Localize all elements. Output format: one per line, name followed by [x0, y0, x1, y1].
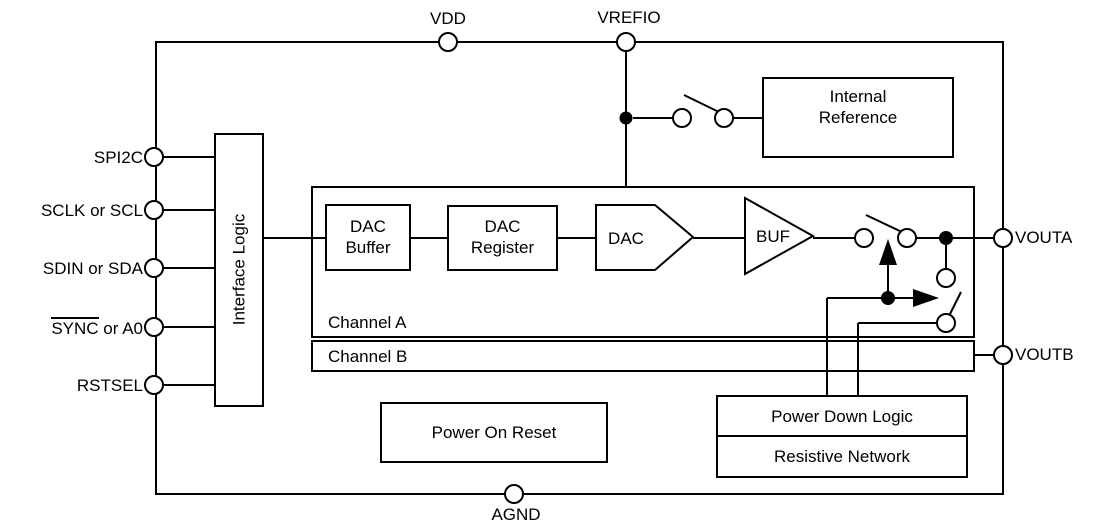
sclk-pin-label: SCLK or SCL — [40, 201, 143, 220]
dac-register-label: DAC Register — [470, 217, 535, 257]
agnd-pin-label: AGND — [491, 505, 541, 524]
pulldown-switch-blade-icon — [948, 291, 962, 317]
sdin-pin-icon — [144, 258, 164, 278]
channel-a-box — [311, 186, 975, 338]
sync-overlined-text: SYNC — [51, 317, 99, 338]
vrefio-pin-label: VREFIO — [597, 8, 661, 27]
vouta-pin-label: VOUTA — [1015, 228, 1073, 247]
sclk-pin-icon — [144, 200, 164, 220]
vdd-pin-icon — [438, 32, 458, 52]
control-arrow-right-icon — [913, 289, 939, 307]
interface-logic-label: Interface Logic — [229, 213, 249, 326]
channel-b-label: Channel B — [328, 347, 408, 366]
sync-rest-text: or A0 — [98, 319, 143, 338]
reference-switch-terminal-icon — [672, 108, 692, 128]
spi2c-pin-icon — [144, 147, 164, 167]
pulldown-switch-terminal-icon — [936, 313, 956, 333]
power-on-reset-box — [380, 402, 608, 463]
power-on-reset-label: Power On Reset — [431, 423, 557, 442]
rstsel-pin-icon — [144, 375, 164, 395]
control-arrow-up-icon — [879, 239, 897, 265]
sdin-pin-label: SDIN or SDA — [42, 259, 143, 278]
rstsel-pin-label: RSTSEL — [76, 376, 143, 395]
output-switch-terminal-icon — [897, 228, 917, 248]
buf-amplifier-triangle — [744, 196, 816, 276]
power-down-logic-label: Power Down Logic — [771, 407, 913, 426]
output-switch-terminal-icon — [854, 228, 874, 248]
spi2c-pin-label: SPI2C — [93, 148, 143, 167]
sync-pin-icon — [144, 317, 164, 337]
vrefio-junction-dot — [619, 111, 633, 125]
agnd-pin-icon — [504, 484, 524, 504]
control-junction-dot — [881, 291, 895, 305]
vouta-pin-icon — [993, 228, 1013, 248]
channel-b-box — [311, 340, 975, 372]
sync-pin-label: SYNC or A0 — [0, 317, 143, 339]
resistive-network-box — [716, 435, 968, 478]
resistive-network-label: Resistive Network — [773, 447, 911, 466]
voutb-pin-label: VOUTB — [1015, 345, 1074, 364]
voutb-pin-icon — [993, 345, 1013, 365]
output-switch-blade-icon — [865, 214, 905, 234]
vdd-pin-label: VDD — [430, 9, 466, 28]
dac-pentagon-shape — [595, 204, 695, 271]
interface-logic-box — [214, 133, 264, 407]
buf-label: BUF — [756, 227, 790, 246]
internal-reference-label: Internal Reference — [818, 87, 898, 127]
reference-switch-blade-icon — [683, 94, 722, 114]
pulldown-switch-terminal-icon — [936, 268, 956, 288]
vrefio-pin-icon — [616, 32, 636, 52]
vouta-junction-dot — [939, 231, 953, 245]
reference-switch-terminal-icon — [714, 108, 734, 128]
dac-label: DAC — [608, 229, 644, 248]
dac-buffer-label: DAC Buffer — [345, 217, 391, 257]
channel-a-label: Channel A — [328, 313, 407, 332]
